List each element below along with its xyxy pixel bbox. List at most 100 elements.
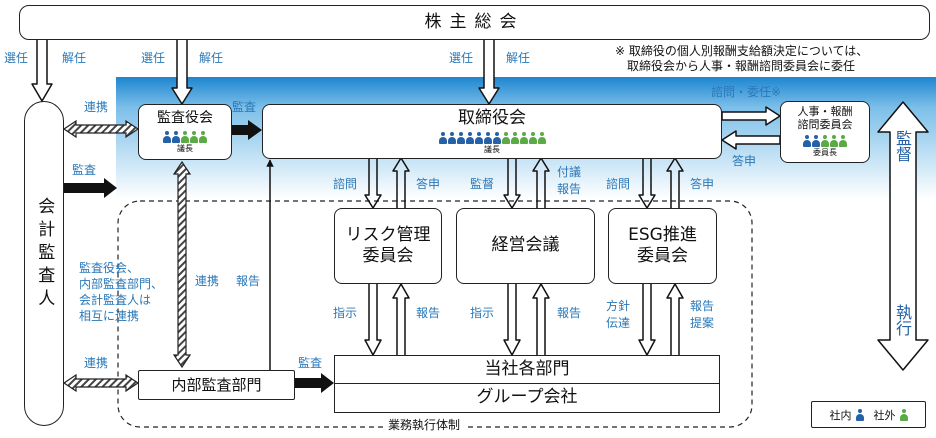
mutual-cooperation-note-line2: 内部監査部門、 <box>79 277 164 291</box>
audit-label-auditor: 監査 <box>72 163 97 177</box>
audit-arrow-directors <box>232 120 262 140</box>
consult-label-esg: 諮問 <box>606 177 631 191</box>
outside-member-icon <box>501 132 510 145</box>
outside-member-icon <box>839 134 847 147</box>
audit-arrow-auditor <box>64 178 117 198</box>
nomination-committee-title-line1: 人事・報酬 <box>797 105 853 119</box>
inside-member-icon <box>483 132 492 145</box>
outside-member-icon <box>528 132 537 145</box>
inside-member-icon <box>855 408 864 421</box>
report-label-management: 報告 <box>557 306 582 320</box>
inside-member-icon <box>163 130 171 143</box>
inside-member-icon <box>438 132 447 145</box>
cooperation-arrow-top <box>62 119 140 139</box>
inside-member-icon <box>474 132 483 145</box>
outside-member-icon <box>537 132 546 145</box>
cooperation-label-bottom: 連携 <box>84 356 109 370</box>
inside-member-icon <box>447 132 456 145</box>
audit-board-title: 監査役会 <box>157 110 213 127</box>
accounting-auditor-box: 会計監査人 <box>24 101 64 426</box>
audit-board-box: 監査役会 議長 <box>138 104 232 160</box>
legend-inside-label: 社内 <box>829 408 852 422</box>
appoint-arrow-auditor <box>31 39 53 102</box>
board-of-directors-title: 取締役会 <box>458 107 526 128</box>
inside-member-icon <box>172 130 180 143</box>
risk-committee-box: リスク管理 委員会 <box>334 208 442 284</box>
shareholders-meeting-box: 株主総会 <box>19 5 930 40</box>
consult-arrow-nomination <box>721 106 781 126</box>
mutual-cooperation-note-line4: 相互に連携 <box>79 309 140 323</box>
report-label-risk: 報告 <box>416 306 441 320</box>
management-meeting-label: 経営会議 <box>491 235 560 256</box>
outside-member-icon <box>899 408 908 421</box>
outside-member-icon <box>181 130 189 143</box>
report-arrow-directors <box>721 130 781 150</box>
oversight-label: 監督 <box>893 130 912 162</box>
policy-label-line2: 伝達 <box>606 316 631 330</box>
nomination-committee-members <box>803 134 847 147</box>
mutual-cooperation-note-line3: 会計監査人は <box>79 293 152 307</box>
legend-outside-label: 社外 <box>873 408 896 422</box>
audit-board-chair: 議長 <box>177 143 193 153</box>
outside-member-icon <box>510 132 519 145</box>
cooperation-arrow-vertical <box>172 160 192 369</box>
report-back-label-esg: 答申 <box>690 177 715 191</box>
submit-label-line1: 付議 <box>557 165 582 179</box>
dismiss-label-audit-board: 解任 <box>199 51 224 65</box>
oversight-execution-arrow <box>877 101 929 371</box>
risk-committee-label-line1: リスク管理 <box>345 224 431 245</box>
audit-arrow-departments <box>295 373 334 393</box>
consult-label-risk: 諮問 <box>333 177 358 191</box>
inside-member-icon <box>465 132 474 145</box>
management-meeting-box: 経営会議 <box>456 208 595 284</box>
supervise-label-management: 監督 <box>470 177 495 191</box>
cooperation-label-top: 連携 <box>84 100 109 114</box>
nomination-committee-box: 人事・報酬 諮問委員会 委員長 <box>780 101 870 163</box>
esg-committee-label-line2: 委員会 <box>637 246 688 266</box>
appoint-label-audit-board: 選任 <box>141 51 166 65</box>
board-of-directors-chair: 議長 <box>484 145 500 155</box>
outside-member-icon <box>199 130 207 143</box>
execution-label: 執行 <box>893 304 912 336</box>
proposal-label-line1: 報告 <box>690 299 715 313</box>
group-companies-box: グループ会社 <box>334 383 720 413</box>
esg-committee-box: ESG推進 委員会 <box>608 208 717 284</box>
internal-audit-box: 内部監査部門 <box>138 370 295 400</box>
appoint-label-auditor: 選任 <box>4 51 29 65</box>
departments-label: 当社各部門 <box>484 358 570 379</box>
legend-box: 社内 社外 <box>811 401 926 428</box>
submit-label-line2: 報告 <box>557 182 582 196</box>
delegation-note-line2: 取締役会から人事・報酬諮問委員会に委任 <box>627 59 856 73</box>
delegation-note-line1: ※ 取締役の個人別報酬支給額決定については、 <box>615 44 869 58</box>
report-label-internal-audit: 報告 <box>236 274 261 288</box>
accounting-auditor-label: 会計監査人 <box>34 197 55 312</box>
report-back-label-nomination: 答申 <box>732 154 757 168</box>
board-of-directors-members <box>438 132 546 145</box>
dismiss-label-directors: 解任 <box>506 51 531 65</box>
esg-committee-label-line1: ESG推進 <box>628 224 697 245</box>
audit-label-departments: 監査 <box>298 356 323 370</box>
consult-delegate-label: 諮問・委任※ <box>711 85 782 99</box>
report-back-label-risk: 答申 <box>416 177 441 191</box>
outside-member-icon <box>821 134 829 147</box>
inside-member-icon <box>812 134 820 147</box>
audit-label-directors: 監査 <box>232 100 257 114</box>
departments-box: 当社各部門 <box>334 355 720 384</box>
audit-board-members <box>163 130 207 143</box>
inside-member-icon <box>492 132 501 145</box>
internal-audit-label: 内部監査部門 <box>171 375 262 394</box>
outside-member-icon <box>190 130 198 143</box>
policy-label-line1: 方針 <box>606 299 631 313</box>
appoint-label-directors: 選任 <box>449 51 474 65</box>
instruct-label-management: 指示 <box>470 306 495 320</box>
nomination-committee-title-line2: 諮問委員会 <box>797 118 853 131</box>
group-companies-label: グループ会社 <box>476 387 578 408</box>
inside-member-icon <box>803 134 811 147</box>
shareholders-meeting-label: 株主総会 <box>424 11 525 32</box>
outside-member-icon <box>519 132 528 145</box>
cooperation-label-vertical: 連携 <box>195 274 220 288</box>
mutual-cooperation-note-line1: 監査役会、 <box>79 261 140 275</box>
inside-member-icon <box>456 132 465 145</box>
board-of-directors-box: 取締役会 議長 <box>262 104 722 159</box>
